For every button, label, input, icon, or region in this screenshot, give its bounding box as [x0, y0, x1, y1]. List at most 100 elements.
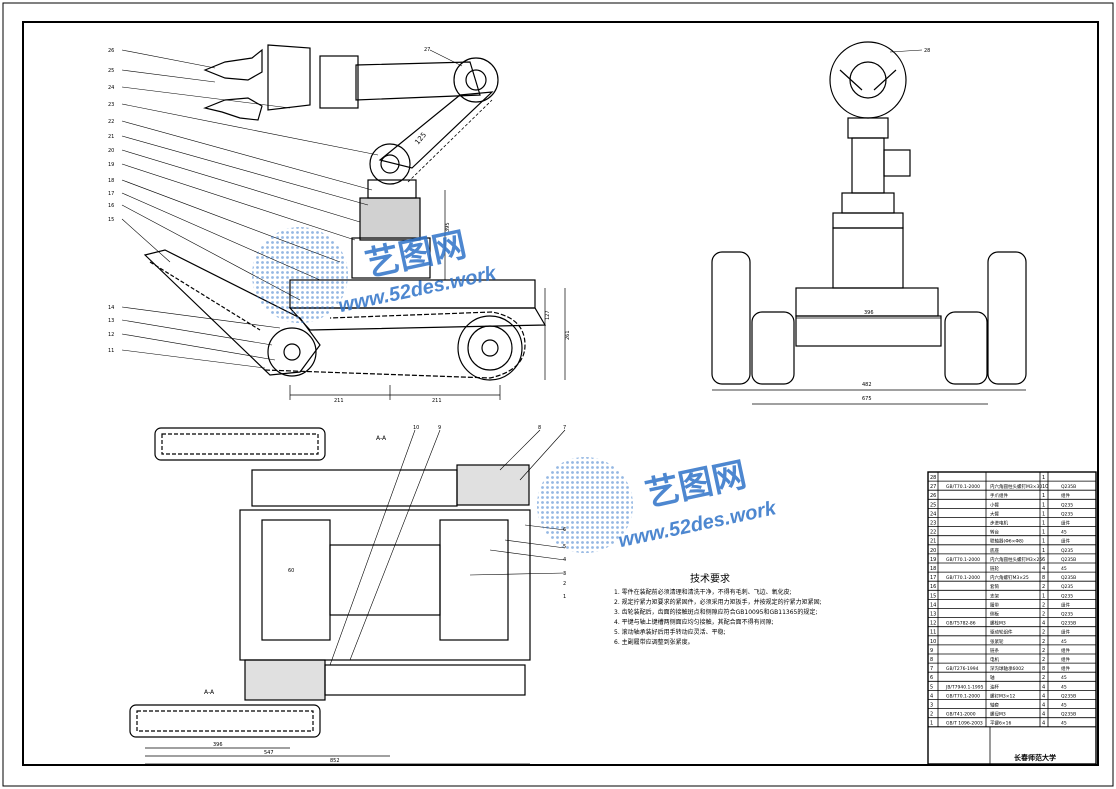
callout-front: 18 [108, 178, 114, 184]
drive-wheel-rim [467, 325, 513, 371]
bom-cell-code: GB/T70.1-2000 [946, 484, 980, 490]
bom-cell-no: 9 [930, 648, 933, 654]
callout-top: 9 [438, 425, 441, 431]
bom-cell-qty: 1 [1042, 475, 1045, 481]
bom-cell-name: 螺钉M3×12 [990, 692, 1015, 699]
bom-cell-mat: 45 [1061, 721, 1067, 727]
callout-front: 25 [108, 68, 114, 74]
bom-cell-no: 13 [930, 612, 936, 618]
bom-cell-no: 2 [930, 712, 933, 718]
bom-cell-name: 小臂 [990, 501, 999, 508]
inner-frame [22, 21, 1099, 766]
callout-top: 5 [563, 544, 566, 550]
bom-cell-qty: 2 [1042, 675, 1045, 681]
bom-cell-name: 步进电机 [990, 520, 1008, 527]
bom-cell-mat: 组件 [1061, 629, 1070, 636]
bom-cell-qty: 4 [1042, 566, 1045, 572]
bom-cell-no: 25 [930, 502, 936, 508]
bom-cell-no: 8 [930, 657, 933, 663]
bom-cell-name: 深沟球轴承6002 [990, 665, 1024, 672]
bom-cell-mat: 组件 [1061, 492, 1070, 499]
callout-top: 6 [563, 527, 566, 533]
gripper-upper-jaw [203, 48, 263, 81]
bom-cell-mat: 组件 [1061, 601, 1070, 608]
callout-front: 24 [108, 85, 114, 91]
bom-cell-qty: 2 [1042, 602, 1045, 608]
bom-cell-mat: 组件 [1061, 538, 1070, 545]
top-chassis-frame [239, 509, 531, 661]
dim-height-right-b: 261 [565, 330, 571, 340]
top-gear-housing [456, 464, 530, 506]
callout-top: 10 [413, 425, 419, 431]
turret-base [351, 237, 431, 279]
bom-cell-no: 10 [930, 639, 936, 645]
elbow-pin [465, 69, 487, 91]
callout-top: 7 [563, 425, 566, 431]
bom-cell-qty: 2 [1042, 612, 1045, 618]
bom-cell-no: 26 [930, 493, 936, 499]
bom-cell-qty: 8 [1042, 575, 1045, 581]
track-left-inner [751, 311, 795, 385]
bom-cell-name: 电机 [990, 656, 999, 663]
bom-cell-no: 5 [930, 684, 933, 690]
bom-cell-mat: Q235 [1061, 593, 1073, 599]
callout-front: 19 [108, 162, 114, 168]
main-track [264, 311, 526, 379]
section-label: A-A [204, 689, 215, 696]
callout-top: 1 [563, 594, 566, 600]
callout-front: 13 [108, 318, 114, 324]
notes-title: 技术要求 [690, 572, 730, 585]
bom-cell-no: 12 [930, 621, 936, 627]
bom-cell-no: 15 [930, 593, 936, 599]
bom-cell-code: GB/T70.1-2000 [946, 557, 980, 563]
bom-cell-qty: 2 [1042, 657, 1045, 663]
bom-cell-no: 1 [930, 721, 933, 727]
bom-cell-qty: 1 [1042, 502, 1045, 508]
bom-cell-mat: 组件 [1061, 520, 1070, 527]
bom-cell-name: 链条 [990, 647, 999, 654]
bom-cell-mat: 45 [1061, 566, 1067, 572]
callout-top: 2 [563, 581, 566, 587]
bom-cell-name: 轴 [990, 674, 995, 681]
bom-cell-qty: 1 [1042, 521, 1045, 527]
bom-cell-qty: 4 [1042, 721, 1045, 727]
flipper-chain [149, 261, 261, 331]
dim-top-small: 60 [288, 568, 294, 574]
bom-cell-mat: 45 [1061, 675, 1067, 681]
dim-base-left: 211 [334, 398, 344, 404]
bom-cell-qty: 4 [1042, 684, 1045, 690]
gripper-disc-inner [849, 61, 887, 99]
callout-front: 14 [108, 305, 114, 311]
bom-cell-name: 转台 [990, 529, 999, 536]
top-center-plate [329, 544, 441, 616]
track-left-outer [711, 251, 751, 385]
section-label: A-A [376, 435, 387, 442]
bom-cell-name: 内六角圆柱头螺钉M3×30 [990, 483, 1042, 490]
dim-side-mid: 482 [862, 382, 872, 388]
bom-cell-mat: 45 [1061, 684, 1067, 690]
notes-item: 4. 平键与轴上键槽两侧面应均匀接触，其配合面不得有间隙; [614, 618, 774, 626]
bom-cell-code: GB/T5782-86 [946, 621, 976, 627]
bom-cell-no: 7 [930, 666, 933, 672]
bom-cell-no: 3 [930, 703, 933, 709]
bom-cell-mat: Q235B [1061, 557, 1076, 563]
bom-cell-qty: 10 [1042, 484, 1048, 490]
flipper-arm [143, 249, 321, 376]
gripper-fingers [839, 69, 897, 91]
upper-arm [378, 91, 494, 169]
callout-front: 23 [108, 102, 114, 108]
callout-top: 8 [538, 425, 541, 431]
dim-base-right: 211 [432, 398, 442, 404]
track-right-outer [987, 251, 1027, 385]
bom-cell-no: 18 [930, 566, 936, 572]
bom-cell-no: 4 [930, 693, 933, 699]
callout-front: 26 [108, 48, 114, 54]
bom-cell-no: 24 [930, 511, 936, 517]
bom-cell-no: 14 [930, 602, 936, 608]
bom-cell-mat: 组件 [1061, 647, 1070, 654]
bom-cell-qty: 4 [1042, 703, 1045, 709]
bom-cell-qty: 1 [1042, 593, 1045, 599]
callout-front: 21 [108, 134, 114, 140]
bom-cell-name: 驱动轮组件 [990, 629, 1013, 636]
